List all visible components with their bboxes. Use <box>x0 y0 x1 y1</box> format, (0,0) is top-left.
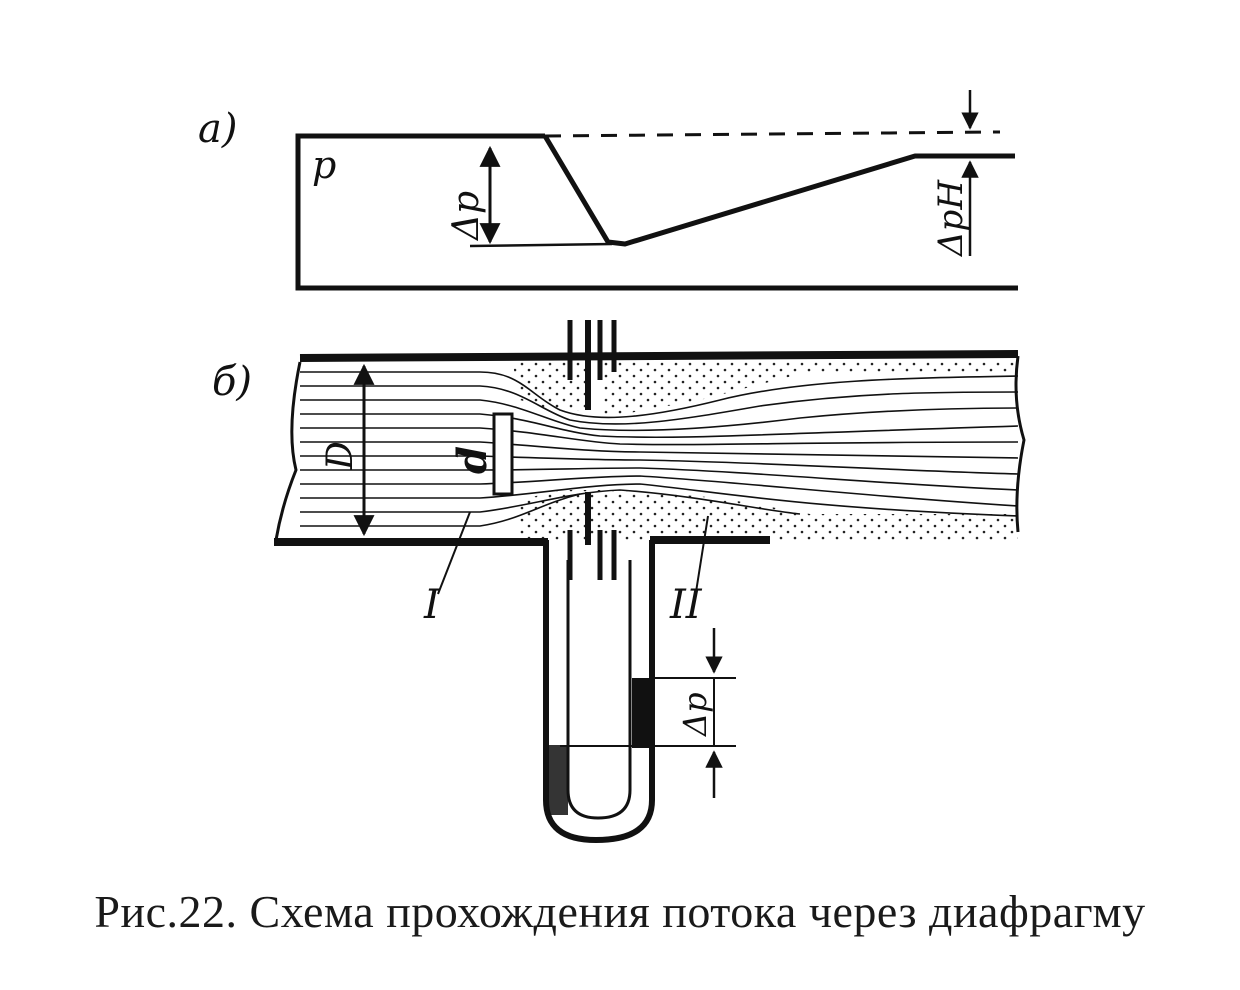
manometer-dp-label: Δp <box>676 692 714 738</box>
section-1-leader <box>437 511 471 595</box>
pipe-top-wall <box>299 350 1019 362</box>
panel-a: а) p Δp ΔpH <box>198 90 1018 291</box>
figure-caption: Рис.22. Схема прохождения потока через д… <box>94 886 1146 937</box>
flange-bolts <box>567 320 617 580</box>
orifice-diameter-label: d <box>449 446 496 474</box>
min-pressure-line <box>469 242 613 248</box>
u-tube-manometer: Δp <box>543 540 736 844</box>
section-2-label: II <box>669 582 703 628</box>
panel-a-label: а) <box>198 106 237 152</box>
panel-b: б) D <box>212 320 1026 844</box>
flow-streamlines <box>300 371 1019 527</box>
downstream-bottom-dead-zone <box>520 490 1018 540</box>
pressure-curve <box>542 134 1015 247</box>
dpn-label: ΔpH <box>931 179 971 258</box>
pressure-label: p <box>312 143 336 187</box>
pressure-box-outline <box>295 133 1018 291</box>
manometer-fluid-right <box>632 678 650 748</box>
panel-b-label: б) <box>212 359 252 405</box>
pipe-left-break <box>274 361 302 541</box>
orifice-plate <box>492 412 514 496</box>
manometer-outer-tube <box>543 540 655 844</box>
dp-label: Δp <box>446 191 487 242</box>
manometer-fluid-left <box>548 745 568 815</box>
manometer-inner-tube <box>566 560 632 820</box>
section-2-leader <box>695 515 709 593</box>
downstream-top-dead-zone <box>602 360 1018 418</box>
section-1-label: I <box>423 582 441 628</box>
pipe-diameter-label: D <box>320 441 361 471</box>
initial-pressure-dashed-line <box>544 130 1001 138</box>
